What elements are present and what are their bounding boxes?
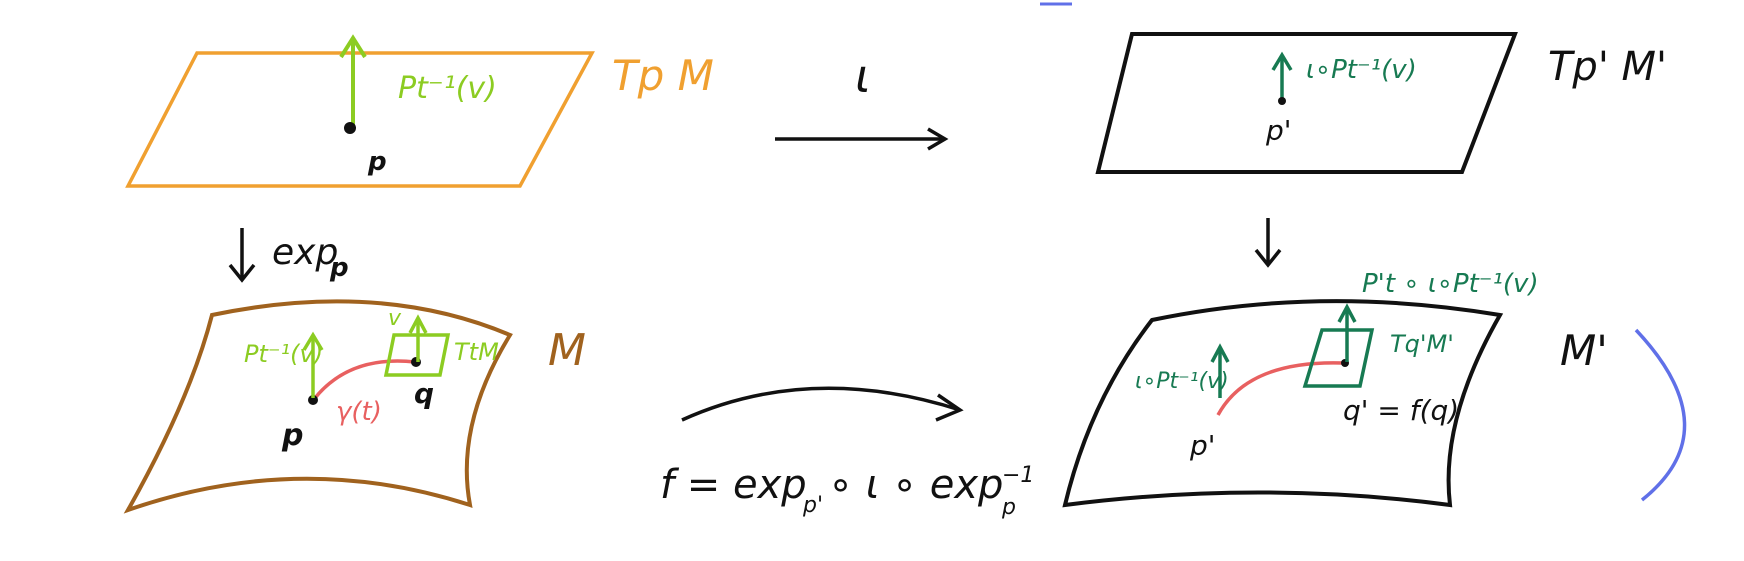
left-curve-start-point xyxy=(308,395,318,405)
exp-arrow-head xyxy=(228,263,256,283)
exp-map-label: exp xyxy=(272,232,338,273)
blue-arc-stroke xyxy=(1634,328,1687,502)
left-manifold-outline xyxy=(123,299,513,514)
right-down-arrow-head xyxy=(1254,248,1282,268)
left-end-tangent-plane xyxy=(383,333,451,377)
right-manifold-label: M' xyxy=(1560,326,1608,375)
right-start-vector-head xyxy=(1210,343,1230,363)
exp-map-subscript: p xyxy=(329,253,349,283)
left-end-vector-head xyxy=(408,314,428,334)
f-arrow-curve xyxy=(681,386,961,422)
left-manifold: M p γ(t) q Pt⁻¹(v) v TtM xyxy=(123,299,586,514)
right-start-vector-label: ι∘Pt⁻¹(v) xyxy=(1135,369,1229,394)
right-tangent-vector-label: ι∘Pt⁻¹(v) xyxy=(1306,55,1417,85)
left-base-point-label: p xyxy=(367,147,387,177)
right-manifold: M' p' q' = f(q) ι∘Pt⁻¹(v) Tq'M' P't ∘ ι∘… xyxy=(1062,269,1608,508)
right-start-point-label: p' xyxy=(1189,429,1215,462)
right-tangent-parallelogram xyxy=(1095,32,1518,174)
left-base-point xyxy=(344,122,356,134)
left-end-vector-label: v xyxy=(388,306,402,331)
f-formula-sup2: −1 xyxy=(1002,463,1034,488)
left-tangent-plane-label: Tp M xyxy=(612,51,714,100)
right-tangent-vector-head xyxy=(1271,51,1293,71)
left-end-point-label: q xyxy=(414,377,434,410)
right-end-tangent-plane xyxy=(1302,328,1375,388)
right-manifold-outline xyxy=(1062,299,1504,508)
exp-map-arrow: exp p xyxy=(228,228,349,283)
left-manifold-label: M xyxy=(548,325,586,376)
left-tangent-vector-label: Pt⁻¹(v) xyxy=(398,71,497,106)
f-formula-mid: ∘ ι ∘ exp xyxy=(828,462,1003,508)
right-tangent-plane-label: Tp' M' xyxy=(1548,44,1667,90)
right-end-point-label: q' = f(q) xyxy=(1343,394,1459,427)
left-tangent-plane: p Pt⁻¹(v) Tp M xyxy=(125,34,714,188)
left-curve-label: γ(t) xyxy=(336,397,382,427)
iota-arrow-group: ι xyxy=(775,49,949,151)
f-formula-sub2: p xyxy=(1001,495,1016,520)
f-arrow-head xyxy=(935,393,964,422)
left-geodesic-curve xyxy=(313,359,416,400)
right-top-vector-label: P't ∘ ι∘Pt⁻¹(v) xyxy=(1362,269,1539,299)
left-tangent-parallelogram xyxy=(125,51,595,188)
right-down-arrow xyxy=(1254,218,1282,268)
right-tangent-plane: p' ι∘Pt⁻¹(v) Tp' M' xyxy=(1095,32,1667,174)
f-arrow-group: f = exp p' ∘ ι ∘ exp p −1 xyxy=(660,386,1034,520)
f-formula-sub1: p' xyxy=(802,493,823,518)
right-geodesic-curve xyxy=(1216,361,1344,416)
left-transported-vector-head xyxy=(302,331,324,351)
right-base-point xyxy=(1278,97,1286,105)
left-tangent-vector-head xyxy=(339,34,367,59)
left-transported-vector-label: Pt⁻¹(v) xyxy=(244,340,323,368)
right-end-vector-head xyxy=(1337,303,1357,323)
f-formula-main: f = exp xyxy=(660,462,807,508)
right-base-point-label: p' xyxy=(1265,114,1291,147)
right-end-tangent-label: Tq'M' xyxy=(1390,330,1454,358)
iota-arrow-head xyxy=(927,127,949,151)
iota-label: ι xyxy=(855,49,871,103)
left-start-point-label: p xyxy=(281,418,303,453)
left-end-tangent-label: TtM xyxy=(454,338,499,366)
